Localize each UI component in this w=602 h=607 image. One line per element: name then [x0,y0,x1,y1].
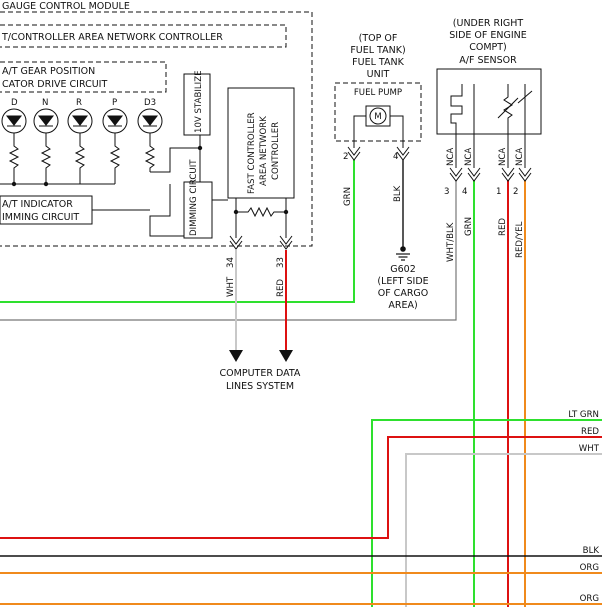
computer-data-label-1: COMPUTER DATA [220,368,301,379]
fuel-tank-box [334,82,422,142]
af-sensor-box [436,68,542,135]
wire-grn-fuel-pump [0,160,355,303]
fast-can-box [227,87,295,199]
gear-letter-n: N [42,98,48,108]
fuel-pump-connectors [347,146,410,161]
wire-red-label: RED [276,279,286,297]
can-controller-box [0,24,287,48]
ground-loc-3: AREA) [388,300,417,311]
motor-icon [369,107,387,125]
ground-id: G602 [390,264,416,275]
af-wire-wht-blk: WHT/BLK [446,222,456,262]
module-connectors [229,235,293,250]
af-wire-red-yel: RED/YEL [515,221,525,258]
nca-label-3: NCA [498,148,508,166]
fuel-wire-grn: GRN [343,187,353,206]
af-wire-grn: GRN [464,217,474,236]
fuel-pump-motor-circuit [353,105,404,148]
at-indicator-label-1: A/T INDICATOR [2,199,73,210]
fuel-wire-blk: BLK [393,185,403,202]
af-sensor-connectors [449,134,532,182]
right-label-org-1: ORG [580,563,599,573]
gear-position-box [0,61,167,93]
wire-wht-blk-sensor [0,180,457,321]
dimming-box [183,181,213,239]
gear-letter-r: R [76,98,82,108]
wire-wht-label: WHT [226,276,236,297]
stabilize-box [183,73,211,136]
wire-wht-right [405,453,602,607]
fuel-tank-loc-1: (TOP OF [359,33,398,44]
af-sensor-loc-3: COMPT) [469,42,507,53]
fuel-tank-loc-2: FUEL TANK) [350,45,405,56]
fast-can-label-2: AREA NETWORK [259,116,269,186]
nca-label-1: NCA [446,148,456,166]
right-label-blk: BLK [583,546,600,556]
af-pin-3: 3 [444,187,449,197]
led-resistors [0,133,200,185]
wire-red-right [0,436,602,539]
fuel-pin-2: 2 [343,152,348,162]
right-label-red: RED [581,427,599,437]
af-pin-2: 2 [513,187,518,197]
right-label-wht: WHT [579,444,600,454]
gear-letter-p: P [112,98,117,108]
module-outline [0,11,313,247]
dimming-label-1: DIMMING CIRCUIT [189,159,199,236]
module-title: GAUGE CONTROL MODULE [2,1,130,12]
fuel-pump-label: FUEL PUMP [354,88,402,98]
can-controller-label: T/CONTROLLER AREA NETWORK CONTROLLER [1,32,223,43]
gear-letter-d3: D3 [144,98,156,108]
nca-label-2: NCA [464,148,474,166]
af-sensor-variable-resistor [497,84,533,134]
fast-can-label-3: CONTROLLER [271,122,281,180]
gear-letter-d: D [11,98,18,108]
ground-icon [396,246,410,261]
stabilize-label: 10V STABILIZE [194,70,204,133]
af-sensor-name: A/F SENSOR [459,55,517,66]
gear-position-label-2: CATOR DRIVE CIRCUIT [2,79,107,90]
af-pin-1: 1 [496,187,501,197]
af-sensor-loc-2: SIDE OF ENGINE [449,30,527,41]
computer-data-label-2: LINES SYSTEM [226,381,294,392]
led-diode-symbols [5,115,159,127]
fuel-pin-4: 4 [393,152,398,162]
af-pin-4: 4 [462,187,467,197]
right-label-org-2: ORG [580,594,599,604]
fuel-tank-name-1: FUEL TANK [352,57,404,68]
af-sensor-loc-1: (UNDER RIGHT [453,18,524,29]
wire-lt-grn [371,419,602,607]
fuel-tank-name-2: UNIT [367,69,390,80]
at-indicator-label-2: IMMING CIRCUIT [2,212,79,223]
ground-loc-2: OF CARGO [378,288,429,299]
ground-loc-1: (LEFT SIDE [377,276,428,287]
nca-label-4: NCA [515,148,525,166]
right-label-lt-grn: LT GRN [568,410,599,420]
fast-can-label-1: FAST CONTROLLER [247,112,257,194]
gear-position-label-1: A/T GEAR POSITION [2,66,95,77]
pin-34-label: 34 [226,257,236,268]
af-wire-red: RED [498,218,508,236]
af-sensor-heater [450,84,475,134]
can-terminating-resistor [235,198,287,238]
pin-33-label: 33 [276,257,286,268]
arrow-red-33 [279,350,293,362]
motor-letter: M [374,112,381,122]
arrow-wht-34 [229,350,243,362]
